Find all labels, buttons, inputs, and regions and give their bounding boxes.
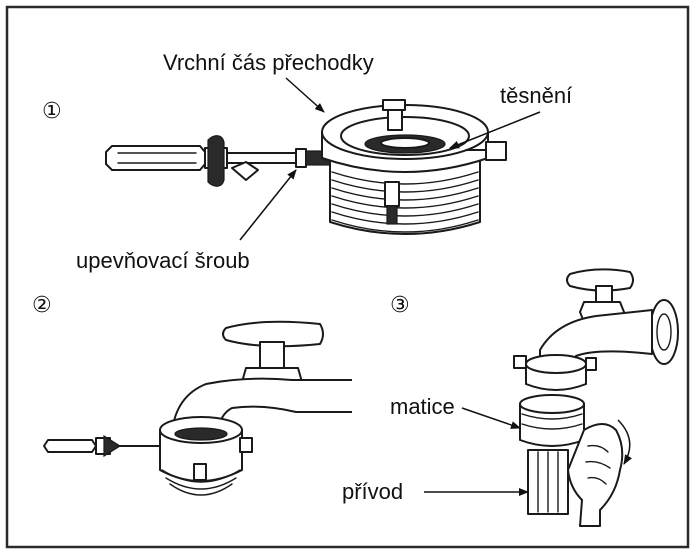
label-seal: těsnění xyxy=(500,83,572,108)
step-1-illustration xyxy=(105,99,507,235)
label-fixing-screw: upevňovací šroub xyxy=(76,248,250,273)
diagram-border xyxy=(5,5,690,549)
label-supply: přívod xyxy=(342,479,403,504)
label-upper-part: Vrchní čás přechodky xyxy=(163,50,374,75)
step-1-number: ① xyxy=(42,98,62,123)
pointer-upper-part xyxy=(285,77,325,113)
label-nut: matice xyxy=(390,394,455,419)
step-3-illustration xyxy=(513,268,679,527)
step-2-illustration xyxy=(43,320,352,496)
step-2-number: ② xyxy=(32,292,52,317)
step-3-number: ③ xyxy=(390,292,410,317)
pointer-nut xyxy=(461,407,521,429)
pointer-fixing-screw xyxy=(239,169,297,241)
pointer-seal xyxy=(449,111,541,149)
